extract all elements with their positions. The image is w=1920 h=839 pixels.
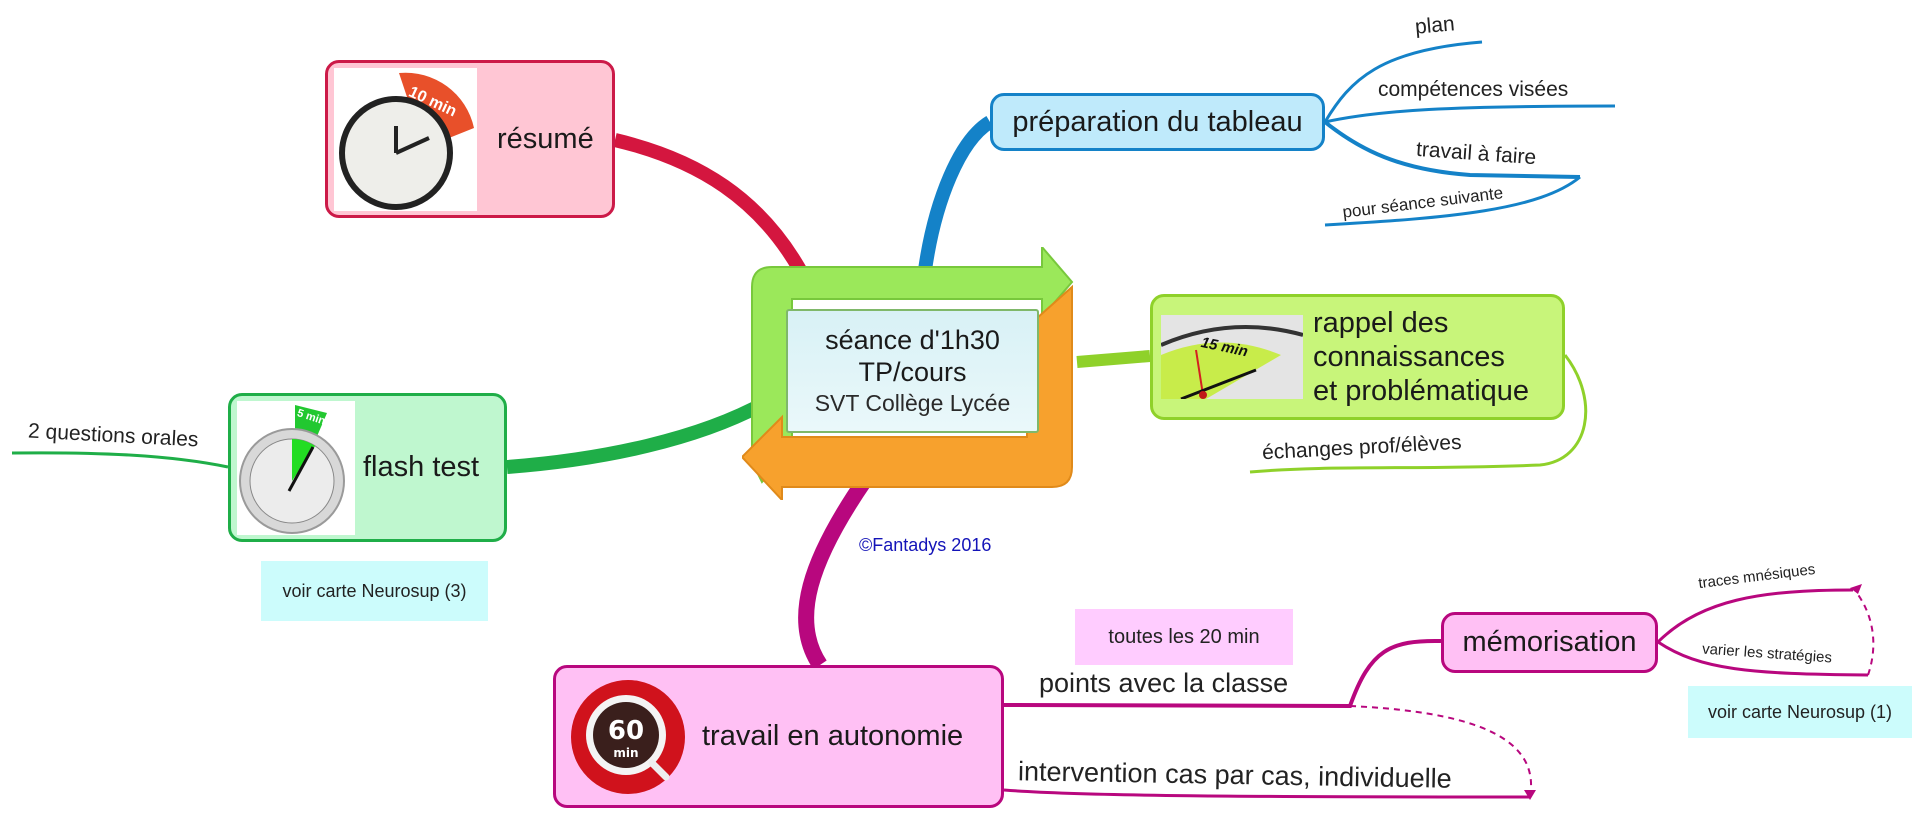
link-questions <box>11 451 229 469</box>
rappel-line-2: connaissances <box>1313 341 1505 373</box>
cycle-arrows-icon <box>742 247 1074 500</box>
central-subtitle: TP/cours <box>858 357 967 387</box>
svg-text:60: 60 <box>608 716 644 746</box>
central-label-box: séance d'1h30 TP/cours SVT Collège Lycée <box>786 309 1039 433</box>
node-memorisation[interactable]: mémorisation <box>1441 612 1658 673</box>
svg-text:min: min <box>613 746 638 760</box>
link-competences <box>1324 104 1616 124</box>
topic-points-avec-la-classe[interactable]: points avec la classe <box>1039 668 1289 698</box>
node-travail-label: travail en autonomie <box>702 720 964 752</box>
link-pour-seance <box>1324 175 1581 227</box>
note-neurosup-3[interactable]: voir carte Neurosup (3) <box>261 561 488 621</box>
node-flash-test[interactable]: 5 min flash test <box>228 393 507 542</box>
node-flash-label: flash test <box>363 451 480 483</box>
link-travail-a-faire <box>1323 120 1581 179</box>
central-title: séance d'1h30 <box>825 325 1000 355</box>
node-travail-autonomie[interactable]: 60 min travail en autonomie <box>553 665 1004 808</box>
stopwatch-5min-icon: 5 min <box>237 400 355 535</box>
node-rappel-label: rappel des connaissances et problématiqu… <box>1313 306 1529 408</box>
link-traces <box>1656 588 1854 644</box>
arrowhead-traces <box>1850 584 1862 594</box>
note-neurosup-1[interactable]: voir carte Neurosup (1) <box>1688 686 1912 738</box>
node-resume-label: résumé <box>497 122 594 155</box>
copyright-text: ©Fantadys 2016 <box>859 535 992 555</box>
central-node[interactable]: séance d'1h30 TP/cours SVT Collège Lycée <box>742 247 1077 500</box>
link-intervention <box>1003 788 1531 799</box>
link-resume <box>613 133 807 274</box>
link-varier <box>1657 640 1869 677</box>
node-memorisation-label: mémorisation <box>1462 626 1637 658</box>
link-travail <box>798 475 872 670</box>
link-preparation <box>918 116 994 271</box>
topic-competences[interactable]: compétences visées <box>1378 78 1569 101</box>
node-preparation-label: préparation du tableau <box>1012 105 1303 138</box>
arrowhead-intervention <box>1524 790 1536 800</box>
link-flash <box>506 393 774 474</box>
topic-plan[interactable]: plan <box>1414 12 1456 39</box>
link-points <box>1003 638 1442 709</box>
node-resume[interactable]: 10 min résumé <box>325 60 615 218</box>
node-preparation[interactable]: préparation du tableau <box>990 93 1325 151</box>
rappel-line-3: et problématique <box>1313 375 1530 407</box>
link-plan <box>1323 40 1483 123</box>
central-subject: SVT Collège Lycée <box>814 390 1011 416</box>
link-dashed-points-intervention <box>1349 705 1533 798</box>
link-echanges <box>1249 354 1588 474</box>
link-rappel <box>1076 350 1151 368</box>
note-toutes-les-20-min[interactable]: toutes les 20 min <box>1075 609 1293 665</box>
link-dashed-memo <box>1855 591 1875 676</box>
rappel-line-1: rappel des <box>1313 307 1449 339</box>
gauge-15min-icon: 15 min <box>1160 315 1304 401</box>
clock-10min-icon: 10 min <box>334 67 477 211</box>
node-rappel[interactable]: 15 min rappel des connaissances et probl… <box>1150 294 1565 420</box>
coffee-cup-60min-icon: 60 min <box>568 677 688 797</box>
